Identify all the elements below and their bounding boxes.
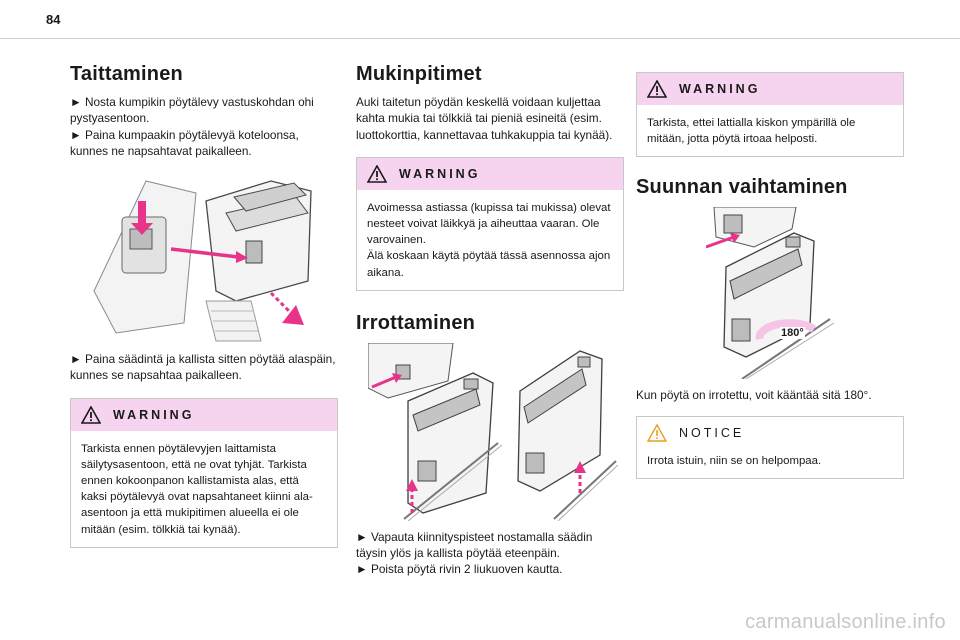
folding-step-2: ► Paina kumpaakin pöytälevyä koteloonsa,…	[70, 127, 299, 158]
warning-triangle-icon	[81, 405, 101, 424]
warning-text: Avoimessa astiassa (kupissa tai mukissa)…	[357, 190, 623, 290]
notice-text: Irrota istuin, niin se on helpompaa.	[647, 454, 822, 467]
folding-step-3: ► Paina säädintä ja kallista sitten pöyt…	[70, 352, 336, 383]
notice-box: NOTICE Irrota istuin, niin se on helpomp…	[636, 415, 904, 479]
section-title-removal: Irrottaminen	[356, 311, 476, 334]
warning-title: WARNING	[679, 82, 761, 96]
removal-step-2: ► Poista pöytä rivin 2 liukuoven kautta.	[356, 562, 563, 577]
warning-header: WARNING	[357, 157, 623, 190]
notice-triangle-icon	[647, 423, 667, 442]
warning-line-1: Avoimessa astiassa (kupissa tai mukissa)…	[367, 201, 611, 247]
section-title-folding: Taittaminen	[70, 63, 183, 85]
rotation-illustration-wrap: 180°	[706, 207, 836, 380]
rotation-illustration	[706, 207, 836, 380]
folding-step-1: ► Nosta kumpikin pöytälevy vastuskohdan …	[70, 95, 314, 126]
warning-text: Tarkista, ettei lattialla kiskon ympäril…	[647, 117, 856, 146]
direction-text: Kun pöytä on irrotettu, voit kääntää sit…	[636, 388, 872, 403]
watermark: carmanualsonline.info	[745, 611, 946, 633]
rotation-angle-label: 180°	[780, 327, 805, 340]
warning-header: WARNING	[637, 73, 903, 105]
warning-title: WARNING	[399, 166, 481, 181]
column-direction: WARNING Tarkista, ettei lattialla kiskon…	[636, 72, 904, 479]
removal-step-1: ► Vapauta kiinnityspisteet nostamalla sä…	[356, 529, 593, 560]
warning-header: WARNING	[71, 398, 337, 431]
page-number: 84	[46, 12, 61, 27]
warning-text: Tarkista ennen pöytälevyjen laittamista …	[81, 442, 313, 536]
warning-box-rail: WARNING Tarkista, ettei lattialla kiskon…	[636, 72, 904, 158]
section-title-cupholders: Mukinpitimet	[356, 63, 482, 85]
top-divider	[0, 38, 960, 39]
warning-line-2: Älä koskaan käytä pöytää tässä asennossa…	[367, 250, 611, 279]
warning-box-cupholders: WARNING Avoimessa astiassa (kupissa tai …	[356, 156, 624, 291]
warning-triangle-icon	[647, 80, 667, 98]
cupholders-text: Auki taitetun pöydän keskellä voidaan ku…	[356, 95, 613, 142]
warning-triangle-icon	[367, 164, 387, 183]
notice-title: NOTICE	[679, 425, 745, 440]
notice-header: NOTICE	[637, 416, 903, 449]
warning-title: WARNING	[113, 407, 195, 422]
column-cupholders: Mukinpitimet Auki taitetun pöydän keskel…	[356, 62, 624, 578]
removal-illustration	[368, 342, 618, 521]
warning-box-folding: WARNING Tarkista ennen pöytälevyjen lait…	[70, 397, 338, 548]
section-title-direction: Suunnan vaihtaminen	[636, 176, 848, 199]
column-folding: Taittaminen ► Nosta kumpikin pöytälevy v…	[70, 62, 338, 548]
folding-illustration	[86, 173, 326, 344]
